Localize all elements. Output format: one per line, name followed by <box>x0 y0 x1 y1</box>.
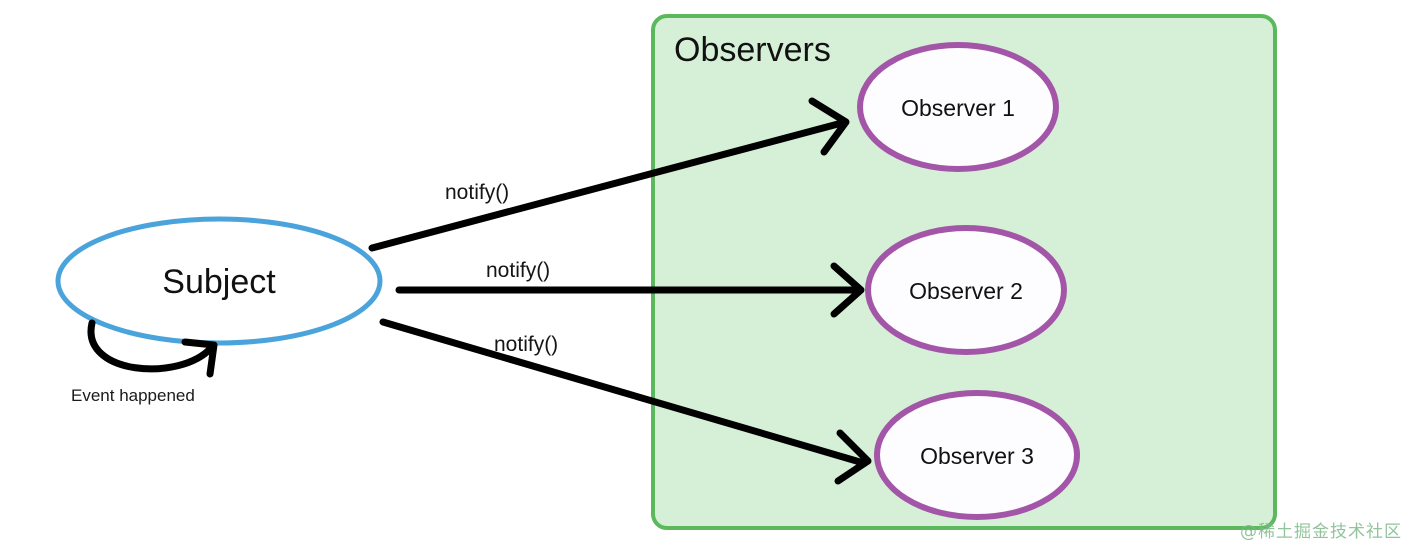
observer-node-3-label: Observer 3 <box>920 443 1034 469</box>
edge-notify-observer-3 <box>379 318 864 466</box>
edge-notify-observer-2-label: notify() <box>486 259 550 282</box>
observer-node-1-label: Observer 1 <box>901 95 1015 121</box>
observer-node-2[interactable] <box>865 225 1067 355</box>
observers-group-title: Observers <box>674 31 831 69</box>
subject-node-label: Subject <box>162 263 276 301</box>
observer-node-2-label: Observer 2 <box>909 278 1023 304</box>
edge-notify-observer-1-arrowhead <box>808 97 850 156</box>
self-loop-arrowhead <box>181 338 218 378</box>
self-loop-arrow <box>87 319 215 373</box>
observer-node-1[interactable] <box>857 42 1059 172</box>
edge-notify-observer-3-arrowhead <box>834 429 872 485</box>
subject-node[interactable] <box>55 216 383 346</box>
observer-node-3[interactable] <box>874 390 1080 520</box>
edge-notify-observer-3-label: notify() <box>494 333 558 356</box>
edge-notify-observer-1 <box>368 120 842 252</box>
edge-notify-observer-2-arrowhead <box>830 262 865 318</box>
watermark: @稀土掘金技术社区 <box>1240 522 1402 542</box>
self-loop-label: Event happened <box>71 386 195 405</box>
edge-notify-observer-1-label: notify() <box>445 181 509 204</box>
